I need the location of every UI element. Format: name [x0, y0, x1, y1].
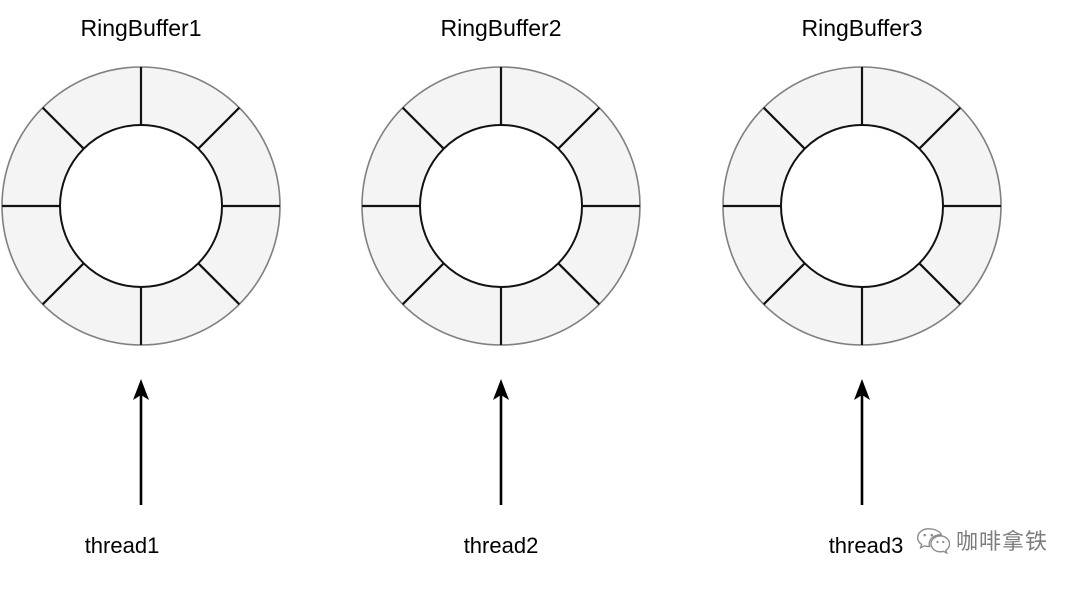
ring-spoke-1-45	[197, 106, 241, 150]
arrow-head-1	[133, 379, 149, 400]
ring-spokes-3	[723, 67, 1001, 345]
ring-title-1: RingBuffer1	[80, 15, 201, 41]
ring-spoke-2-315	[557, 262, 601, 306]
ring-spoke-2-135	[401, 106, 445, 150]
thread-label-3: thread3	[829, 533, 904, 558]
thread-label-2: thread2	[464, 533, 539, 558]
ring-group-3: RingBuffer3	[722, 15, 1002, 346]
arrow-1	[133, 379, 149, 505]
ring-group-2: RingBuffer2	[361, 15, 641, 346]
ring-spoke-3-45	[918, 106, 962, 150]
arrow-2	[493, 379, 509, 505]
ring-spoke-3-225	[762, 262, 806, 306]
arrow-head-3	[854, 379, 870, 400]
ring-group-1: RingBuffer1	[1, 15, 281, 346]
ring-spoke-1-315	[197, 262, 241, 306]
ring-spokes-1	[2, 67, 280, 345]
ring-spoke-1-225	[41, 262, 85, 306]
ring-title-3: RingBuffer3	[801, 15, 922, 41]
ring-inner-circle-2	[419, 124, 583, 288]
ring-spoke-2-45	[557, 106, 601, 150]
ring-spoke-2-225	[401, 262, 445, 306]
arrow-3	[854, 379, 870, 505]
ring-spoke-3-135	[762, 106, 806, 150]
thread-label-1: thread1	[85, 533, 160, 558]
ring-spokes-2	[362, 67, 640, 345]
ring-inner-circle-3	[780, 124, 944, 288]
ring-title-2: RingBuffer2	[440, 15, 561, 41]
ring-inner-circle-1	[59, 124, 223, 288]
arrow-head-2	[493, 379, 509, 400]
ring-spoke-1-135	[41, 106, 85, 150]
ring-spoke-3-315	[918, 262, 962, 306]
